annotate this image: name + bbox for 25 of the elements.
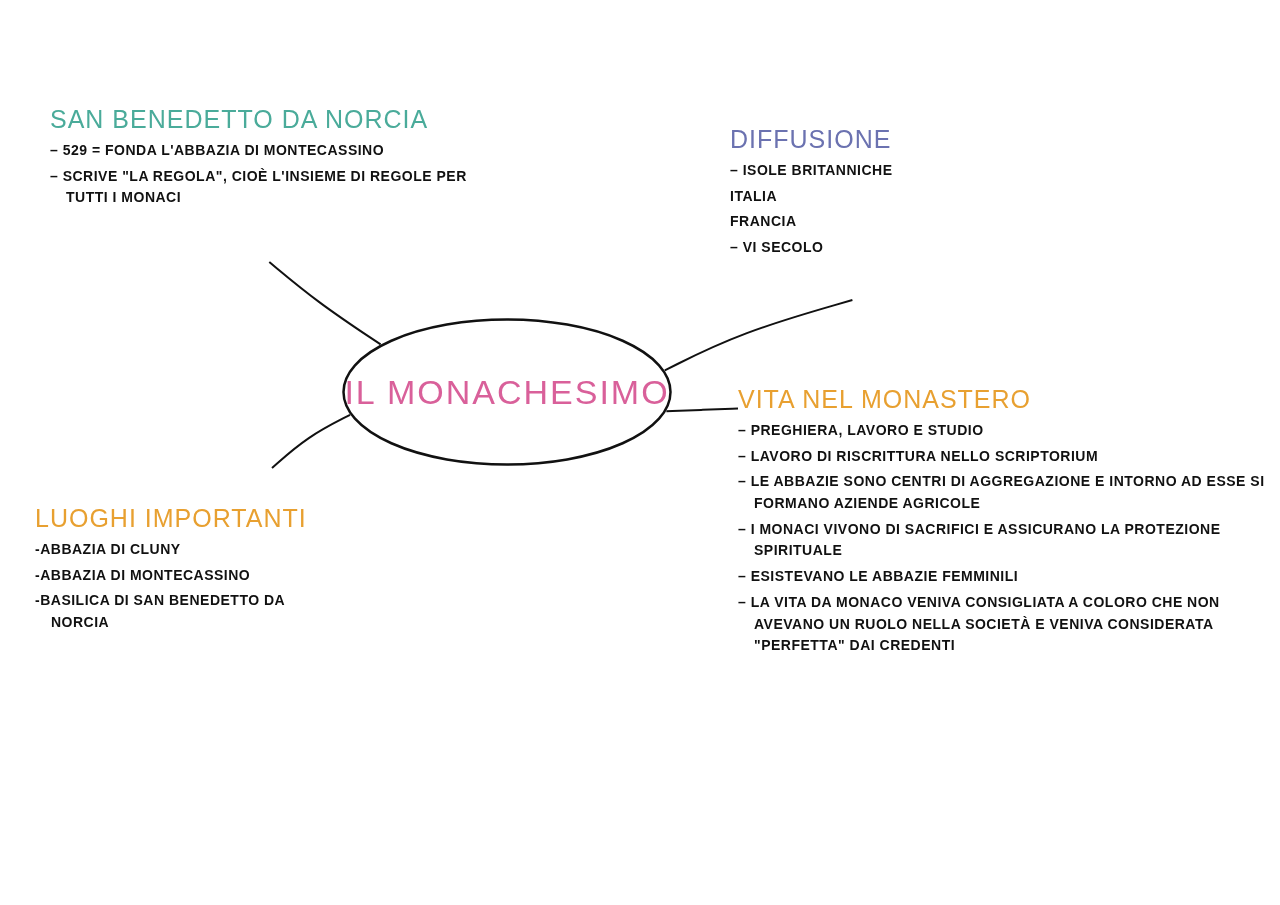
branch-line [268, 261, 382, 346]
list-item: – PREGHIERA, LAVORO E STUDIO [738, 421, 985, 440]
branch-title: VITA NEL MONASTERO [738, 385, 1033, 414]
branch-line [665, 407, 739, 413]
list-item: – LA VITA DA MONACO VENIVA CONSIGLIATA A COLORO CHE NON AVEVANO UN RUOLO NELLA SOCIETÀ E VENIVA CONSIDERATA "PERFETTA" DAI CREDENTI [738, 592, 1221, 656]
list-item: – SCRIVE "LA REGOLA", CIOÈ L'INSIEME DI REGOLE PER TUTTI I MONACI [50, 166, 468, 208]
branch-title: LUOGHI IMPORTANTI [35, 504, 308, 533]
central-topic-title: IL MONACHESIMO [343, 371, 671, 413]
central-topic-ellipse [342, 318, 672, 466]
list-item: – ESISTEVANO LE ABBAZIE FEMMINILI [738, 567, 1020, 587]
list-item: – ISOLE BRITANNICHE [730, 161, 894, 180]
list-item: – LAVORO DI RISCRITTURA NELLO SCRIPTORIUM [738, 446, 1100, 466]
list-item: ITALIA [730, 186, 779, 206]
list-item: -ABBAZIA DI MONTECASSINO [35, 565, 252, 585]
list-item: -ABBAZIA DI CLUNY [35, 540, 182, 559]
branch-title: SAN BENEDETTO DA NORCIA [50, 105, 430, 134]
branch-line [271, 413, 352, 469]
list-item: – LE ABBAZIE SONO CENTRI DI AGGREGAZIONE E INTORNO AD ESSE SI FORMANO AZIENDE AGRICOLE [738, 472, 1266, 514]
list-item: FRANCIA [730, 212, 798, 232]
branch-title: DIFFUSIONE [730, 125, 893, 154]
list-item: – VI SECOLO [730, 238, 825, 258]
branch-line [663, 299, 854, 372]
list-item: – I MONACI VIVONO DI SACRIFICI E ASSICURANO LA PROTEZIONE SPIRITUALE [738, 519, 1222, 561]
list-item: – 529 = FONDA L'ABBAZIA DI MONTECASSINO [50, 141, 386, 160]
list-item: -BASILICA DI SAN BENEDETTO DA NORCIA [35, 591, 286, 633]
